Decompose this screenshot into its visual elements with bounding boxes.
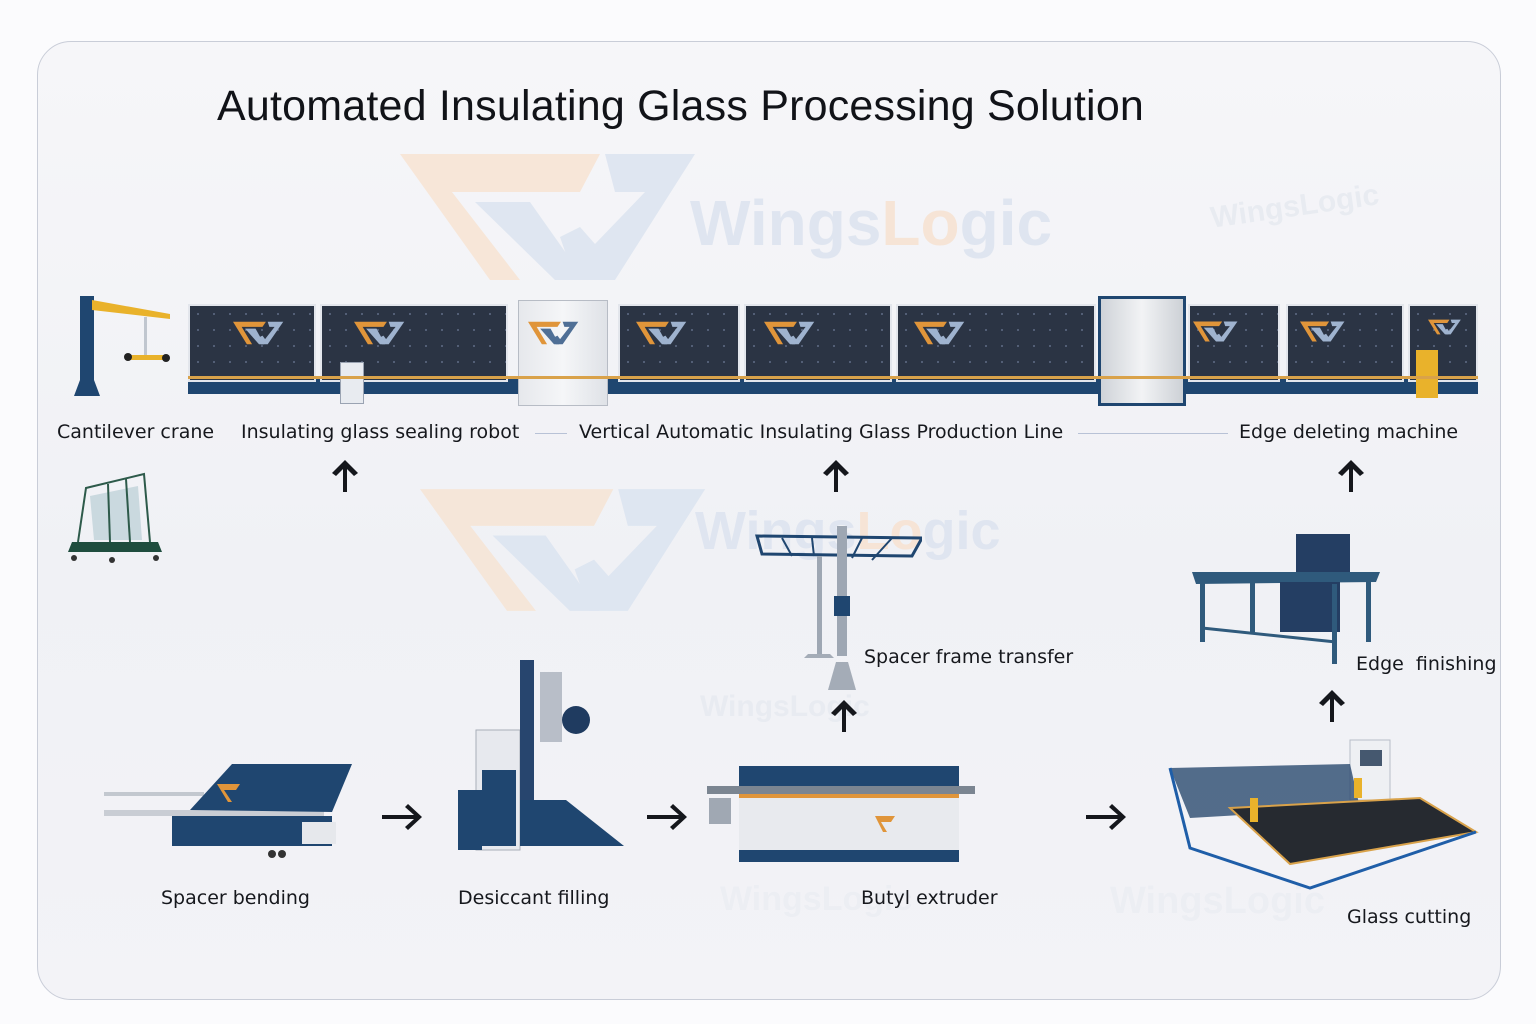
arrow-right-icon <box>382 804 422 830</box>
cantilever-crane-image <box>74 296 170 396</box>
arrow-right-icon <box>1086 804 1126 830</box>
wingslogic-logo-icon <box>914 321 965 345</box>
watermark-highlight: Lo <box>881 187 960 259</box>
glass-panel <box>618 304 740 382</box>
glass-panel <box>1286 304 1404 382</box>
watermark-suffix: gic <box>1333 178 1382 218</box>
glass-panel <box>744 304 892 382</box>
arrow-up-icon <box>1319 690 1345 722</box>
watermark-highlight: Lo <box>1297 184 1339 223</box>
edge-deleting-unit <box>1416 350 1438 398</box>
watermark-logo-icon-2 <box>420 489 706 611</box>
edge-finishing-image <box>1192 534 1380 664</box>
wingslogic-logo-icon <box>1300 321 1345 342</box>
wingslogic-logo-icon <box>354 321 405 345</box>
arrow-up-icon <box>823 460 849 492</box>
watermark-suffix: gic <box>922 501 1001 561</box>
page-title: Automated Insulating Glass Processing So… <box>217 82 1145 130</box>
watermark-prefix: Wings <box>695 501 857 561</box>
gas-filling-press <box>1098 296 1186 406</box>
watermark-suffix: gic <box>959 187 1053 259</box>
watermark-highlight: Lo <box>856 501 923 561</box>
watermark-highlight: Lo <box>821 880 864 918</box>
wingslogic-logo-icon <box>1193 321 1238 342</box>
wingslogic-logo-icon <box>764 321 815 345</box>
watermark-highlight: Lo <box>789 690 827 723</box>
arrow-up-icon <box>831 700 857 732</box>
spacer-frame-transfer-image <box>755 526 922 690</box>
press-station <box>518 300 608 406</box>
conveyor-rail <box>188 376 1478 379</box>
glass-panel <box>188 304 316 382</box>
wingslogic-logo-icon <box>636 321 687 345</box>
label-butyl-extruder: Butyl extruder <box>861 887 998 909</box>
watermark-text-small: WingsLogic <box>720 880 912 919</box>
label-edge-finishing: Edge finishing <box>1356 653 1497 675</box>
arrow-right-icon <box>647 804 687 830</box>
butyl-extruder-image <box>707 766 975 862</box>
label-sealing-robot: Insulating glass sealing robot <box>241 421 520 443</box>
label-glass-cutting: Glass cutting <box>1347 906 1472 928</box>
watermark-highlight: Lo <box>1223 880 1271 922</box>
connector-line <box>535 433 567 434</box>
wingslogic-logo-icon <box>1428 319 1461 335</box>
label-cantilever-crane: Cantilever crane <box>57 421 215 443</box>
desiccant-filling-image <box>458 660 624 851</box>
watermark-text-mid: WingsLogic <box>695 500 1001 562</box>
arrow-up-icon <box>1338 460 1364 492</box>
wingslogic-logo-icon <box>233 321 284 345</box>
watermark-prefix: Wings <box>1110 880 1224 922</box>
label-spacer-bending: Spacer bending <box>161 887 310 909</box>
glass-cutting-image <box>1168 739 1479 890</box>
label-edge-deleting: Edge deleting machine <box>1239 421 1459 443</box>
arrow-up-icon <box>332 460 358 492</box>
label-desiccant-filling: Desiccant filling <box>458 887 610 909</box>
glass-panel <box>1188 304 1280 382</box>
production-line-image <box>188 292 1478 406</box>
watermark-prefix: Wings <box>690 187 882 259</box>
sealing-robot-station <box>340 362 364 404</box>
watermark-prefix: Wings <box>700 690 790 723</box>
label-production-line: Vertical Automatic Insulating Glass Prod… <box>579 421 1064 443</box>
connector-line <box>1078 433 1228 434</box>
watermark-text-top: WingsLogic <box>690 186 1052 260</box>
watermark-prefix: Wings <box>720 880 822 918</box>
wingslogic-logo-icon <box>528 321 579 345</box>
spacer-bending-image <box>104 764 352 858</box>
glass-rack-image <box>68 472 162 563</box>
watermark-logo-icon <box>400 154 695 280</box>
label-spacer-frame-transfer: Spacer frame transfer <box>864 646 1074 668</box>
watermark-suffix: gic <box>863 880 913 918</box>
